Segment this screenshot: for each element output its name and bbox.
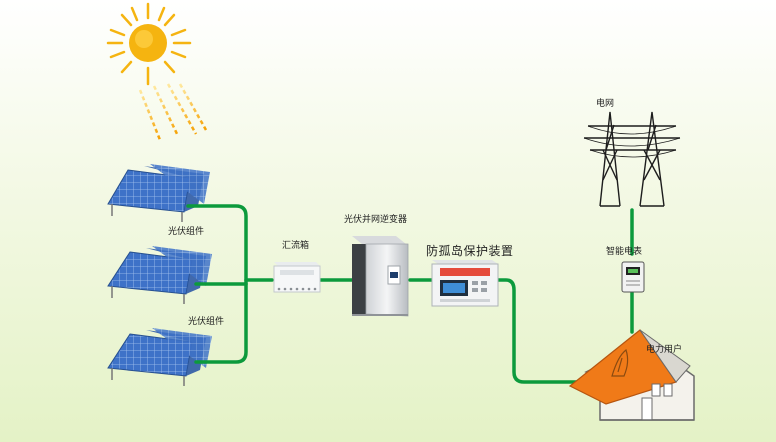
smart-meter-icon: [621, 261, 645, 293]
grid-label: 电网: [596, 99, 615, 109]
solar-panel-array-1: [107, 164, 210, 222]
anti-islanding-label: 防孤岛保护装置: [426, 244, 514, 258]
smart-meter-label: 智能电表: [606, 247, 643, 257]
pv-module-label-1: 光伏组件: [168, 227, 205, 237]
inverter-label: 光伏并网逆变器: [344, 215, 408, 225]
solar-panel-array-3: [107, 328, 212, 386]
inverter-icon: [352, 236, 409, 317]
combiner-box-label: 汇流箱: [282, 241, 310, 251]
pv-module-label-2: 光伏组件: [188, 317, 225, 327]
wiring: [186, 204, 634, 384]
power-tower-icon: [583, 111, 681, 207]
consumer-label: 电力用户: [646, 345, 683, 355]
house-icon: [568, 329, 695, 421]
solar-panel-array-2: [107, 246, 212, 304]
combiner-box-icon: [273, 262, 321, 293]
sunlight-rays-icon: [138, 83, 208, 141]
anti-islanding-device-icon: [431, 260, 499, 307]
sun-icon: [106, 2, 192, 86]
